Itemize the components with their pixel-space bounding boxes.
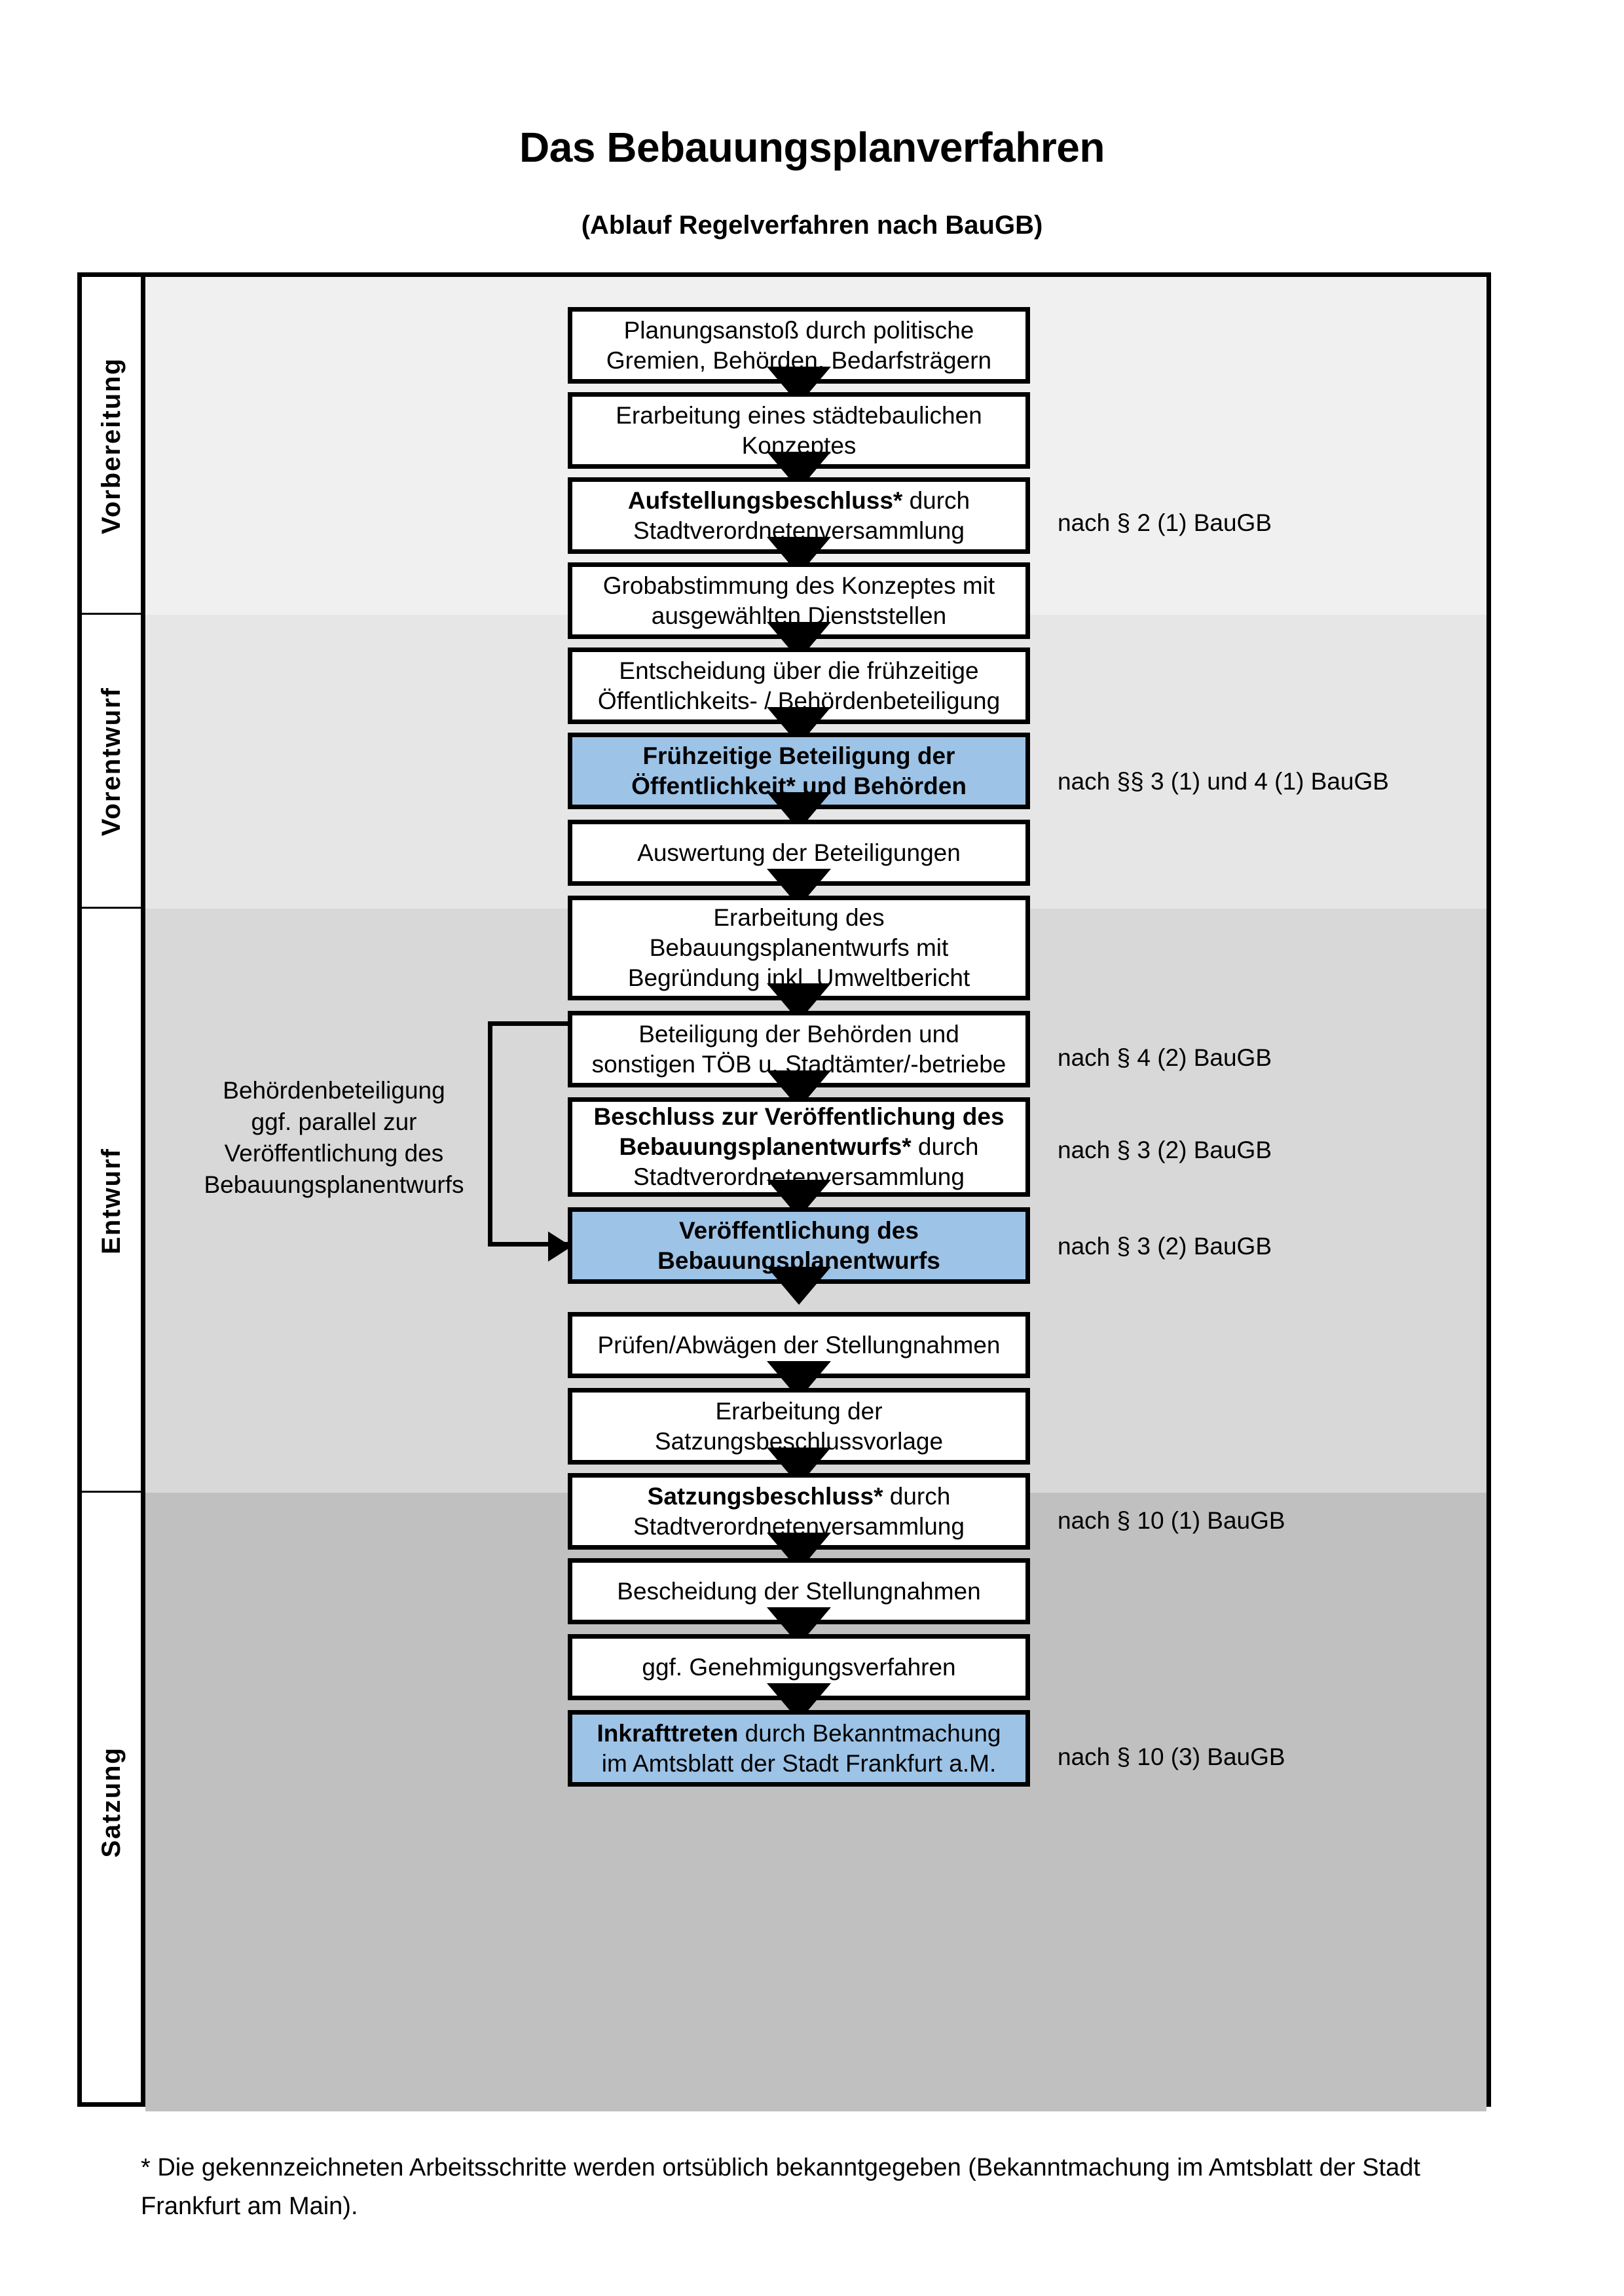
emphasis-text: Veröffentlichung des <box>679 1216 919 1244</box>
phase-label-text: Vorentwurf <box>96 687 126 837</box>
flow-step-line: Veröffentlichung des <box>679 1216 919 1246</box>
phase-label-text: Entwurf <box>96 1147 126 1254</box>
flow-step-line: Auswertung der Beteiligungen <box>637 838 961 868</box>
legal-reference-ref-2-1: nach § 2 (1) BauGB <box>1058 509 1272 536</box>
emphasis-text: Beschluss zur Veröffentlichung des <box>593 1103 1005 1131</box>
plain-text: Prüfen/Abwägen der Stellungnahmen <box>597 1331 1001 1358</box>
plain-text: im Amtsblatt der Stadt Frankfurt a.M. <box>601 1749 997 1777</box>
flow-step-line: Erarbeitung des <box>713 903 884 933</box>
phase-label-vorbereitung: Vorbereitung <box>82 277 141 615</box>
emphasis-text: Satzungsbeschluss* <box>647 1482 883 1510</box>
plain-text: durch <box>883 1482 951 1510</box>
flow-step-line: Beschluss zur Veröffentlichung des <box>593 1102 1004 1132</box>
plain-text: Planungsanstoß durch politische <box>623 316 974 344</box>
phase-label-text: Satzung <box>96 1746 126 1858</box>
plain-text: durch <box>911 1133 979 1161</box>
flow-step-line: im Amtsblatt der Stadt Frankfurt a.M. <box>602 1749 996 1779</box>
flow-step-line: Frühzeitige Beteiligung der <box>643 741 955 771</box>
footnote-text: * Die gekennzeichneten Arbeitsschritte w… <box>141 2154 1420 2220</box>
phase-label-satzung: Satzung <box>82 1493 141 2111</box>
emphasis-text: Aufstellungsbeschluss* <box>627 486 903 514</box>
plain-text: Erarbeitung eines städtebaulichen <box>616 401 982 429</box>
flow-step-pruefen-abwaegen[interactable]: Prüfen/Abwägen der Stellungnahmen <box>568 1312 1030 1378</box>
emphasis-text: Bebauungsplanentwurfs* <box>619 1133 912 1161</box>
flow-step-line: Erarbeitung der <box>715 1396 882 1427</box>
flow-step-line: Prüfen/Abwägen der Stellungnahmen <box>597 1330 1000 1360</box>
parallel-loop-bracket <box>488 1021 570 1247</box>
flow-step-line: Bescheidung der Stellungnahmen <box>617 1576 980 1607</box>
plain-text: Grobabstimmung des Konzeptes mit <box>602 572 995 599</box>
flow-step-line: Bebauungsplanentwurfs mit <box>650 933 949 963</box>
plain-text: Bebauungsplanentwurfs mit <box>649 934 949 962</box>
plain-text: durch Bekanntmachung <box>738 1719 1001 1747</box>
flow-step-line: Beteiligung der Behörden und <box>638 1019 959 1049</box>
legal-reference-ref-3-2-a: nach § 3 (2) BauGB <box>1058 1137 1272 1163</box>
legal-reference-ref-10-3: nach § 10 (3) BauGB <box>1058 1743 1285 1770</box>
flow-step-line: Planungsanstoß durch politische <box>624 316 974 346</box>
flow-arrow-down-icon <box>767 1267 831 1305</box>
flow-step-line: Erarbeitung eines städtebaulichen <box>616 401 982 431</box>
flow-step-line: Inkrafttreten durch Bekanntmachung <box>597 1719 1001 1749</box>
page-title: Das Bebauungsplanverfahren <box>519 124 1105 171</box>
flow-step-line: Entscheidung über die frühzeitige <box>619 656 978 686</box>
flow-step-line: Aufstellungsbeschluss* durch <box>628 486 970 516</box>
parallel-note-line: Bebauungsplanentwurfs <box>204 1171 464 1199</box>
phase-label-entwurf: Entwurf <box>82 909 141 1493</box>
plain-text: durch <box>902 486 970 514</box>
plain-text: ggf. Genehmigungsverfahren <box>642 1653 956 1681</box>
page-subtitle: (Ablauf Regelverfahren nach BauGB) <box>581 211 1043 240</box>
phase-label-vorentwurf: Vorentwurf <box>82 615 141 909</box>
plain-text: Erarbeitung des <box>713 904 885 932</box>
flow-step-line: Bebauungsplanentwurfs* durch <box>619 1132 979 1162</box>
plain-text: Entscheidung über die frühzeitige <box>619 657 979 684</box>
parallel-note-line: ggf. parallel zur <box>251 1108 417 1136</box>
emphasis-text: Frühzeitige Beteiligung der <box>642 742 955 769</box>
flow-step-line: Satzungsbeschluss* durch <box>648 1482 951 1512</box>
emphasis-text: Inkrafttreten <box>597 1719 739 1747</box>
plain-text: Erarbeitung der <box>715 1397 883 1425</box>
legal-reference-ref-4-2: nach § 4 (2) BauGB <box>1058 1044 1272 1071</box>
phase-label-text: Vorbereitung <box>96 357 126 534</box>
legal-reference-ref-3-1-4-1: nach §§ 3 (1) und 4 (1) BauGB <box>1058 768 1389 795</box>
plain-text: Auswertung der Beteiligungen <box>637 839 961 866</box>
flow-step-line: Grobabstimmung des Konzeptes mit <box>603 571 995 601</box>
parallel-loop-arrowhead <box>548 1231 572 1262</box>
plain-text: Bescheidung der Stellungnahmen <box>617 1577 981 1605</box>
legal-reference-ref-3-2-b: nach § 3 (2) BauGB <box>1058 1233 1272 1260</box>
flow-step-line: ggf. Genehmigungsverfahren <box>642 1652 955 1683</box>
parallel-note-line: Veröffentlichung des <box>224 1140 444 1167</box>
plain-text: Beteiligung der Behörden und <box>638 1020 959 1048</box>
legal-reference-ref-10-1: nach § 10 (1) BauGB <box>1058 1507 1285 1534</box>
parallel-note-line: Behördenbeteiligung <box>223 1077 445 1104</box>
